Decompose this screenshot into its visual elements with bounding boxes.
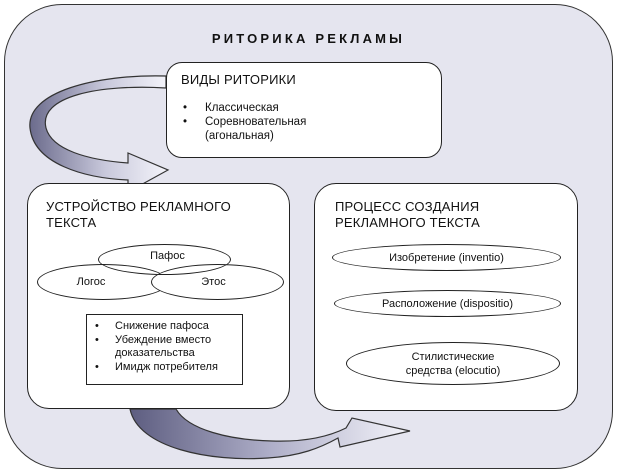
ethos-label: Этос (201, 276, 226, 288)
rhetoric-type-label: Соревновательная (205, 116, 307, 128)
rhetoric-type-item: Классическая (181, 101, 306, 115)
rhetoric-types-list: Классическая Соревновательная (агональная… (181, 101, 306, 143)
feature-label: доказательства (115, 347, 195, 359)
feature-item: Имидж потребителя (91, 361, 218, 375)
rhetoric-type-label: (агональная) (205, 130, 274, 142)
arrow-device-to-process (129, 408, 411, 460)
dispositio-label: Расположение (dispositio) (381, 297, 513, 310)
arrow-to-types (29, 75, 170, 194)
pathos-oval: Пафос (98, 244, 231, 275)
elocutio-oval: Стилистические средства (elocutio) (346, 342, 560, 385)
elocutio-label: Стилистические средства (elocutio) (405, 350, 501, 377)
ad-text-features-box: Снижение пафоса Убеждение вместодоказате… (86, 314, 243, 385)
creation-process-title: ПРОЦЕСС СОЗДАНИЯ РЕКЛАМНОГО ТЕКСТА (335, 199, 481, 230)
rhetoric-types-box: ВИДЫ РИТОРИКИ Классическая Соревнователь… (166, 62, 442, 158)
diagram-title: РИТОРИКА РЕКЛАМЫ (211, 31, 406, 46)
ad-text-structure-title: УСТРОЙСТВО РЕКЛАМНОГО ТЕКСТА (46, 199, 231, 230)
rhetoric-types-title: ВИДЫ РИТОРИКИ (181, 72, 296, 87)
feature-item: Снижение пафоса (91, 320, 218, 334)
rhetoric-type-item: Соревновательная (агональная) (181, 115, 306, 143)
logos-label: Логос (76, 276, 106, 288)
dispositio-oval: Расположение (dispositio) (334, 290, 561, 317)
pathos-label: Пафос (150, 250, 185, 262)
inventio-oval: Изобретение (inventio) (332, 244, 561, 271)
ad-text-features-list: Снижение пафоса Убеждение вместодоказате… (91, 320, 218, 374)
inventio-label: Изобретение (inventio) (389, 251, 504, 264)
feature-label: Убеждение вместо (115, 333, 212, 346)
